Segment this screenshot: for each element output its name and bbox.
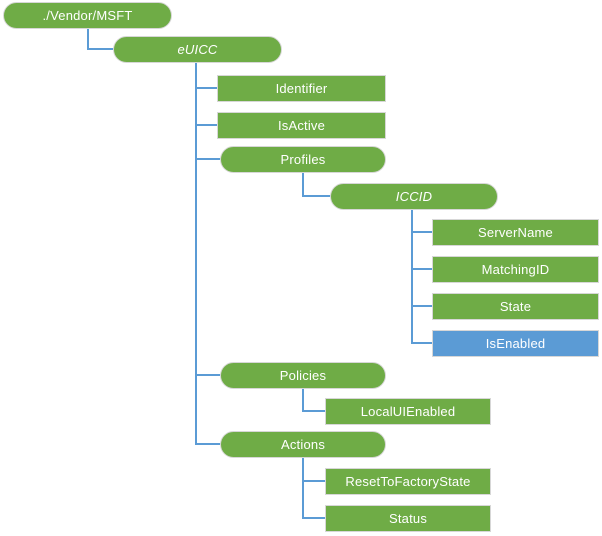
tree-node-label: ServerName — [478, 225, 553, 240]
tree-node-label: MatchingID — [481, 262, 550, 277]
tree-node-label: IsEnabled — [485, 336, 546, 351]
tree-node-euicc[interactable]: eUICC — [113, 36, 282, 63]
tree-node-label: eUICC — [177, 42, 218, 57]
tree-node-label: ResetToFactoryState — [345, 474, 471, 489]
tree-node-actions[interactable]: Actions — [220, 431, 386, 458]
tree-node-iccid[interactable]: ICCID — [330, 183, 498, 210]
tree-node-isactive[interactable]: IsActive — [217, 112, 386, 139]
tree-node-label: ICCID — [395, 189, 433, 204]
tree-node-label: Status — [388, 511, 428, 526]
tree-node-vendor-msft[interactable]: ./Vendor/MSFT — [3, 2, 172, 29]
tree-node-label: Identifier — [275, 81, 328, 96]
tree-node-resettofactorystate[interactable]: ResetToFactoryState — [325, 468, 491, 495]
tree-node-label: Profiles — [280, 152, 326, 167]
tree-node-state[interactable]: State — [432, 293, 599, 320]
tree-node-label: Actions — [280, 437, 326, 452]
tree-node-identifier[interactable]: Identifier — [217, 75, 386, 102]
tree-node-label: State — [499, 299, 532, 314]
tree-node-profiles[interactable]: Profiles — [220, 146, 386, 173]
tree-node-policies[interactable]: Policies — [220, 362, 386, 389]
tree-node-label: ./Vendor/MSFT — [42, 8, 133, 23]
tree-node-localuienabled[interactable]: LocalUIEnabled — [325, 398, 491, 425]
tree-node-label: LocalUIEnabled — [360, 404, 456, 419]
tree-node-status[interactable]: Status — [325, 505, 491, 532]
tree-node-label: Policies — [279, 368, 327, 383]
tree-node-label: IsActive — [277, 118, 326, 133]
tree-node-isenabled[interactable]: IsEnabled — [432, 330, 599, 357]
tree-node-servername[interactable]: ServerName — [432, 219, 599, 246]
tree-node-matchingid[interactable]: MatchingID — [432, 256, 599, 283]
